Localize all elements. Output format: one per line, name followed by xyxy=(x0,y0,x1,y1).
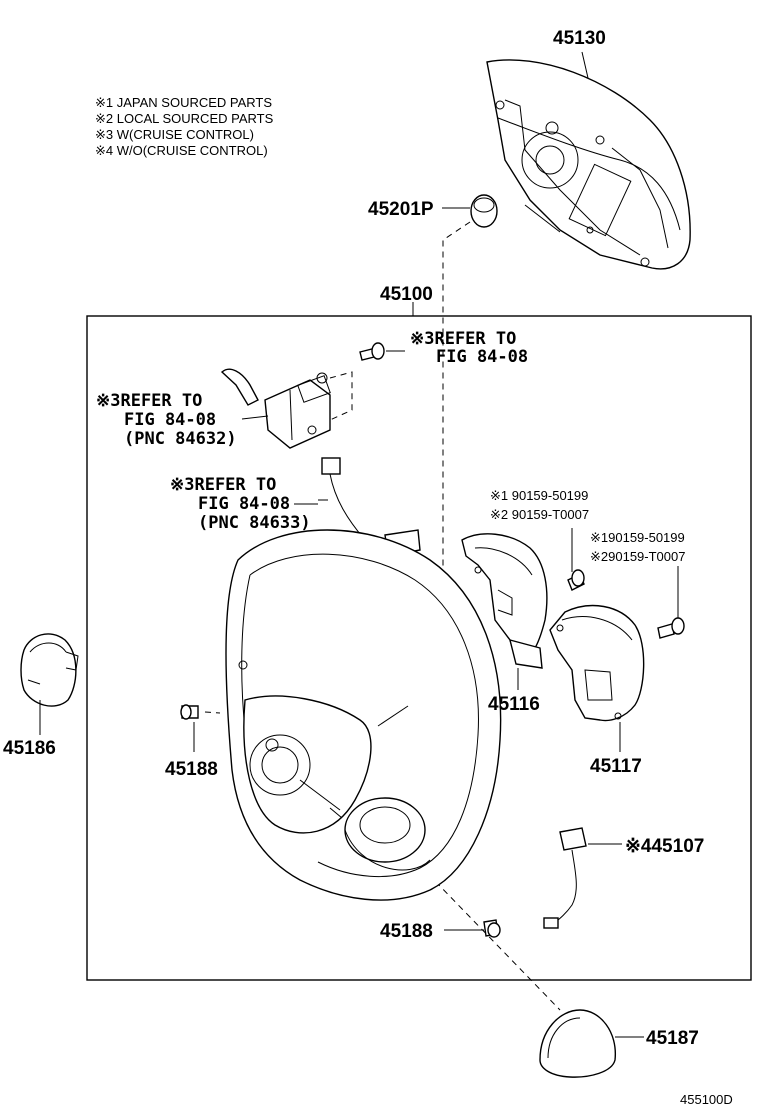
assembly-frame xyxy=(86,315,752,981)
label-45107: ※445107 xyxy=(625,836,704,857)
label-bolt-right-2: ※290159-T0007 xyxy=(590,549,685,564)
label-45201p: 45201P xyxy=(368,199,434,220)
harness-45107 xyxy=(543,827,587,929)
cover-45116 xyxy=(461,533,548,669)
leader-ref-left xyxy=(241,415,269,420)
ref-top: ※3REFER TO FIG 84-08 xyxy=(410,329,528,367)
bolt-top xyxy=(359,342,385,361)
bolt-45188-lower xyxy=(483,919,501,938)
label-45188-upper: 45188 xyxy=(165,759,218,780)
cruise-control-switch xyxy=(220,368,331,449)
emblem-45187 xyxy=(539,1009,616,1078)
cap-45201p xyxy=(470,194,498,228)
label-bolt-left-2: ※2 90159-T0007 xyxy=(490,507,589,522)
label-bolt-left-1: ※1 90159-50199 xyxy=(490,488,588,503)
leader-45130 xyxy=(581,51,589,79)
note-2: ※2 LOCAL SOURCED PARTS xyxy=(95,111,274,126)
ref-top-line-2: FIG 84-08 xyxy=(436,347,528,367)
label-45100: 45100 xyxy=(380,284,433,305)
label-45117: 45117 xyxy=(590,756,642,777)
ref-mid-line-1: ※3REFER TO xyxy=(170,475,276,495)
ref-mid: ※3REFER TO FIG 84-08 (PNC 84633) xyxy=(170,475,311,533)
figure-code: 455100D xyxy=(680,1092,733,1107)
label-bolt-right-1: ※190159-50199 xyxy=(590,530,685,545)
ref-left-line-1: ※3REFER TO xyxy=(96,391,202,411)
label-45116: 45116 xyxy=(488,694,540,715)
ref-top-line-1: ※3REFER TO xyxy=(410,329,516,349)
label-45186: 45186 xyxy=(3,738,56,759)
label-45187: 45187 xyxy=(646,1028,699,1049)
label-45188-lower: 45188 xyxy=(380,921,433,942)
ref-mid-line-2: FIG 84-08 xyxy=(198,494,290,514)
label-45130: 45130 xyxy=(553,28,606,49)
cover-45117 xyxy=(549,604,645,722)
airbag-pad-45130 xyxy=(486,59,691,270)
bolt-90159-right xyxy=(657,617,685,639)
notes-block: ※1 JAPAN SOURCED PARTS ※2 LOCAL SOURCED … xyxy=(95,95,274,158)
steering-wheel-45100 xyxy=(225,529,502,901)
ref-left-line-3: (PNC 84632) xyxy=(124,429,237,449)
note-3: ※3 W(CRUISE CONTROL) xyxy=(95,127,254,142)
note-1: ※1 JAPAN SOURCED PARTS xyxy=(95,95,272,110)
note-4: ※4 W/O(CRUISE CONTROL) xyxy=(95,143,268,158)
bolt-45188-upper xyxy=(180,704,199,720)
cover-45186 xyxy=(20,633,79,707)
ref-left: ※3REFER TO FIG 84-08 (PNC 84632) xyxy=(96,391,237,449)
ref-mid-line-3: (PNC 84633) xyxy=(198,513,311,533)
switch-dash xyxy=(329,371,353,421)
bolt-90159-left xyxy=(567,569,585,591)
ref-left-line-2: FIG 84-08 xyxy=(124,410,216,430)
bolt-dash-line xyxy=(204,711,221,714)
